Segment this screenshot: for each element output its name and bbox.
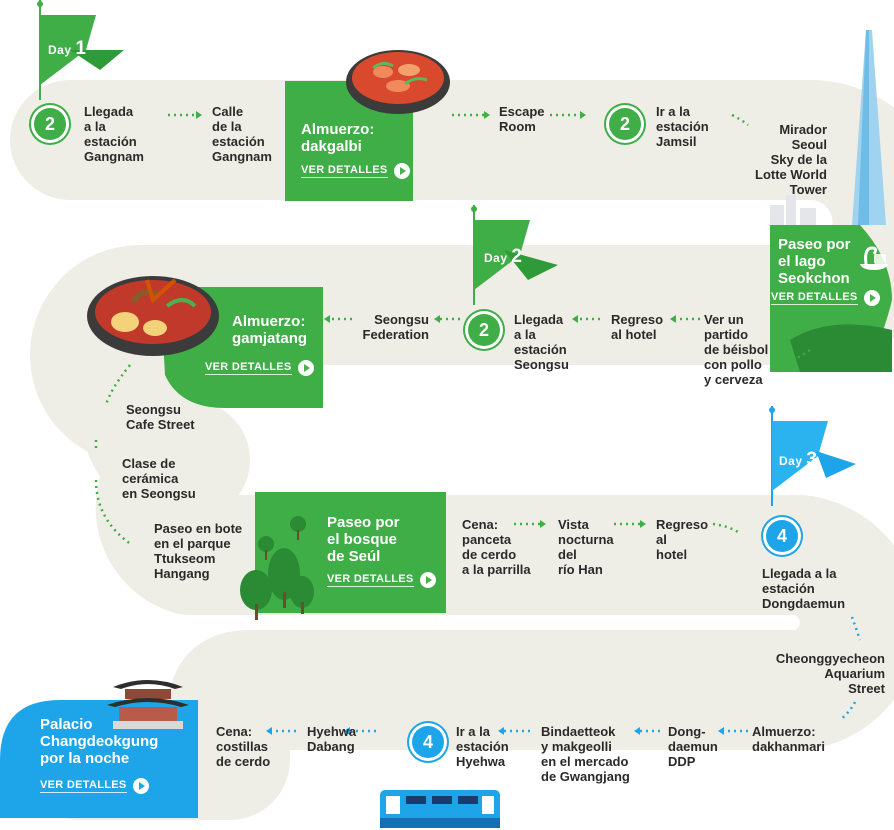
- forest-trees-icon: [240, 516, 314, 620]
- stop-cena-panceta: Cena: panceta de cerdo a la parrilla: [462, 517, 531, 577]
- stop-dakhanmari: Almuerzo: dakhanmari: [752, 724, 825, 754]
- stop-regreso-hotel-3: Regreso al hotel: [656, 517, 709, 562]
- day2-flag-icon: [471, 205, 558, 305]
- card-title-lago: Paseo por el lago Seokchon: [778, 236, 851, 287]
- subway-line-2-badge: 2: [609, 108, 641, 140]
- stop-llegada-gangnam: Llegada a la estación Gangnam: [84, 104, 144, 164]
- stop-seongsu-cafe-street: Seongsu Cafe Street: [126, 402, 195, 432]
- subway-line-2-badge: 2: [468, 314, 500, 346]
- stop-beisbol: Ver un partido de béisbol con pollo y ce…: [704, 312, 769, 387]
- stop-hyehwa-dabang: Hyehwa Dabang: [307, 724, 357, 754]
- subway-line-4-badge: 4: [412, 726, 444, 758]
- card-title-palacio: Palacio Changdeokgung por la noche: [40, 716, 159, 767]
- stop-cheonggyecheon: Cheonggyecheon Aquarium Street: [775, 651, 885, 696]
- ver-detalles-button[interactable]: VER DETALLES: [301, 163, 410, 179]
- stop-bindaetteok: Bindaetteok y makgeolli en el mercado de…: [541, 724, 630, 784]
- stop-regreso-hotel: Regreso al hotel: [611, 312, 664, 342]
- card-title: Almuerzo: dakgalbi: [301, 121, 375, 155]
- stop-calle-gangnam: Calle de la estación Gangnam: [212, 104, 272, 164]
- dakgalbi-dish-icon: [346, 50, 450, 114]
- stop-dongdaemun: Llegada a la estación Dongdaemun: [762, 566, 846, 611]
- stop-mirador-seoul-sky: Mirador Seoul Sky de la Lotte World Towe…: [755, 122, 827, 197]
- stop-seongsu-federation: Seongsu Federation: [362, 312, 429, 342]
- day2-label: Day 2: [484, 246, 523, 267]
- card-almuerzo-dakgalbi: Almuerzo: dakgalbi VER DETALLES: [285, 81, 413, 201]
- swan-boat-icon: [860, 246, 888, 270]
- ver-detalles-button[interactable]: VER DETALLES: [205, 360, 314, 376]
- subway-line-4-badge: 4: [766, 520, 798, 552]
- day3-flag-icon: [769, 406, 856, 506]
- gamjatang-dish-icon: [87, 276, 219, 356]
- stop-costillas: Cena: costillas de cerdo: [216, 724, 271, 769]
- stop-ddp: Dong- daemun DDP: [668, 724, 718, 769]
- stop-llegada-seongsu: Llegada a la estación Seongsu: [514, 312, 569, 372]
- stop-jamsil: Ir a la estación Jamsil: [656, 104, 709, 149]
- stop-escape-room: Escape Room: [499, 104, 545, 134]
- card-title-gamjatang: Almuerzo: gamjatang: [232, 313, 308, 347]
- day1-label: Day 1: [48, 38, 87, 59]
- palace-icon: [107, 680, 189, 729]
- card-title: Paseo por el bosque de Seúl: [327, 514, 400, 565]
- stop-ceramica: Clase de cerámica en Seongsu: [122, 456, 196, 501]
- ver-detalles-button[interactable]: VER DETALLES: [771, 290, 880, 306]
- stop-hyehwa: Ir a la estación Hyehwa: [456, 724, 509, 769]
- ver-detalles-button[interactable]: VER DETALLES: [40, 778, 149, 794]
- day3-label: Day 3: [779, 449, 818, 470]
- lotte-tower-icon: [770, 30, 886, 225]
- stop-paseo-bote: Paseo en bote en el parque Ttukseom Hang…: [154, 521, 243, 581]
- ver-detalles-button[interactable]: VER DETALLES: [327, 572, 436, 588]
- stop-vista-rio-han: Vista nocturna del río Han: [558, 517, 614, 577]
- subway-train-icon: [380, 790, 500, 828]
- subway-line-2-badge: 2: [34, 108, 66, 140]
- day1-flag-icon: [37, 0, 124, 100]
